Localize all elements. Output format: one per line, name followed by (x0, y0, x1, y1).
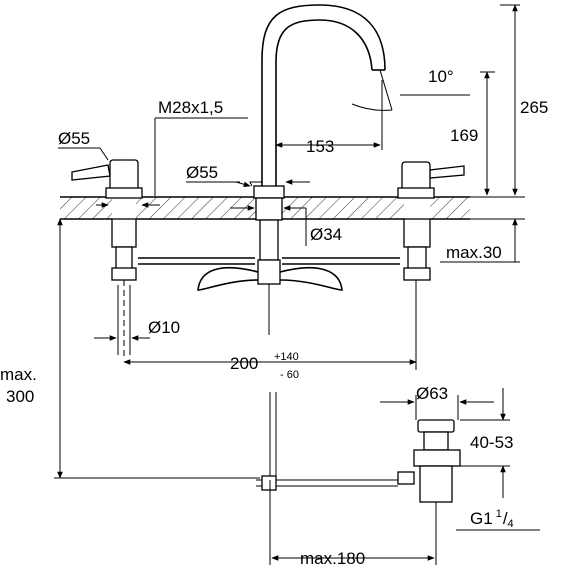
dim-d55-left: Ø55 (58, 129, 90, 148)
dim-thread: M28x1,5 (158, 98, 223, 117)
dim-spacing: 200 (230, 354, 258, 373)
right-handle (397, 161, 465, 281)
dim-angle: 10° (428, 67, 454, 86)
left-handle (71, 159, 143, 360)
dim-reach: 153 (306, 137, 334, 156)
dim-height-spout: 169 (450, 126, 478, 145)
dim-max180: max.180 (300, 549, 365, 568)
dimension-labels: Ø55 M28x1,5 Ø55 153 10° 265 169 Ø34 max.… (0, 67, 548, 568)
dim-max300-line1: max. (0, 365, 37, 384)
spout (249, 4, 386, 199)
dim-d10: Ø10 (148, 318, 180, 337)
dim-max300-line2: 300 (6, 387, 34, 406)
dim-spacing-plus: +140 (274, 351, 299, 363)
dim-range: 40-53 (470, 433, 513, 452)
dim-d55-center: Ø55 (186, 163, 218, 182)
dim-d63: Ø63 (416, 384, 448, 403)
dim-d34: Ø34 (310, 225, 342, 244)
dim-height-total: 265 (520, 98, 548, 117)
dim-spacing-minus: - 60 (280, 369, 299, 381)
drain (256, 392, 461, 503)
center-body (138, 197, 400, 335)
dim-max30: max.30 (446, 243, 502, 262)
dimension-lines (54, 4, 540, 565)
